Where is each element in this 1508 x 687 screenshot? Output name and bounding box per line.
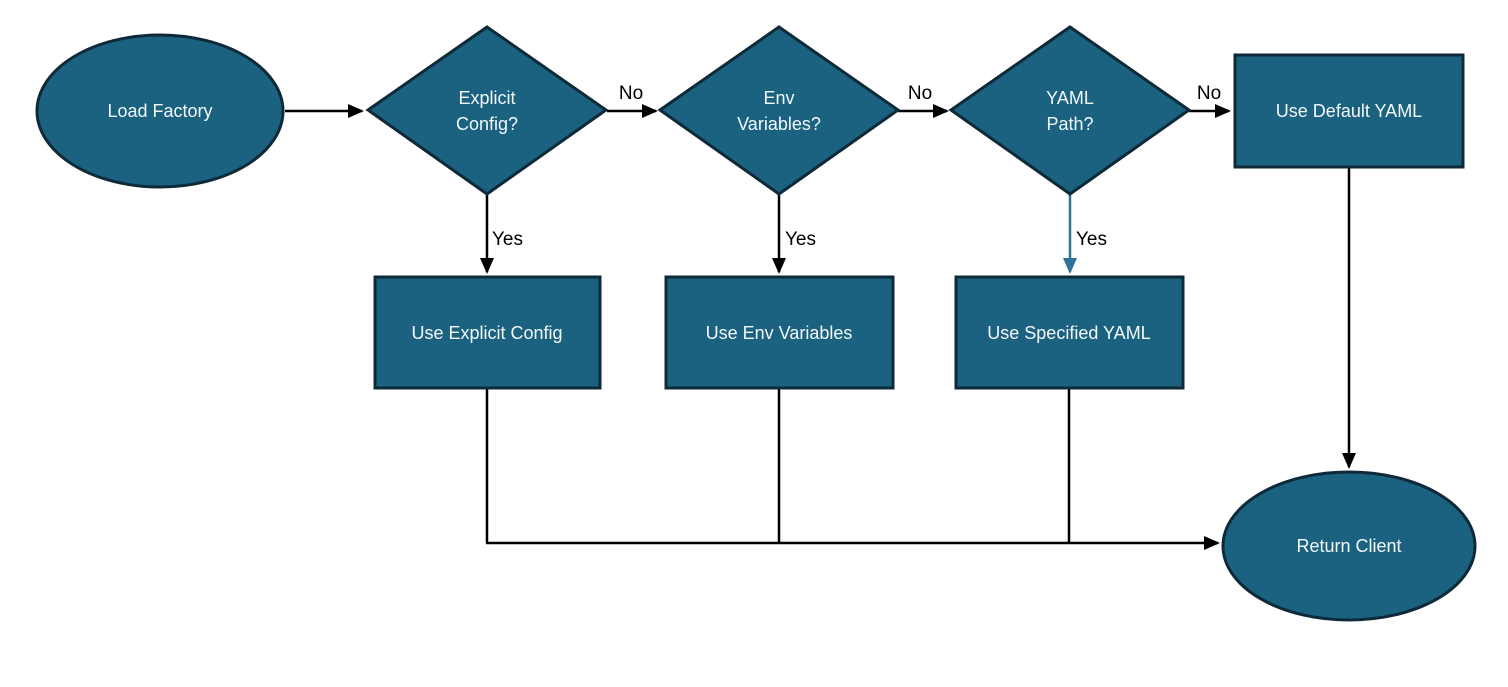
node-use-explicit-config: Use Explicit Config [373, 275, 602, 390]
return-client-shape [1221, 470, 1477, 622]
use-specified-yaml-label: Use Specified YAML [987, 323, 1150, 343]
load-factory-label: Load Factory [107, 101, 212, 121]
node-use-env-variables: Use Env Variables [664, 275, 895, 390]
node-load-factory: Load Factory [35, 33, 285, 189]
env-variables-label-line2: Variables? [737, 114, 821, 134]
edge-label-no-1: No [619, 83, 643, 104]
node-explicit-config: Explicit Config? [365, 25, 609, 196]
edge-labels: No No No Yes Yes Yes [492, 83, 1221, 250]
explicit-config-label-line1: Explicit [458, 88, 515, 108]
explicit-config-label-line2: Config? [456, 114, 518, 134]
edge-label-no-2: No [908, 83, 932, 104]
edge-label-yes-3: Yes [1076, 229, 1107, 250]
edge-label-no-3: No [1197, 83, 1221, 104]
use-explicit-config-label: Use Explicit Config [411, 323, 562, 343]
node-use-default-yaml: Use Default YAML [1233, 53, 1465, 169]
use-env-variables-label: Use Env Variables [706, 323, 853, 343]
yaml-path-shape [948, 25, 1192, 196]
node-return-client: Return Client [1221, 470, 1477, 622]
node-use-specified-yaml: Use Specified YAML [954, 275, 1185, 390]
yaml-path-label-line1: YAML [1046, 88, 1094, 108]
explicit-config-shape [365, 25, 609, 196]
use-default-yaml-label: Use Default YAML [1276, 101, 1422, 121]
edge-label-yes-1: Yes [492, 229, 523, 250]
return-client-label: Return Client [1296, 536, 1401, 556]
load-factory-shape [35, 33, 285, 189]
env-variables-label-line1: Env [763, 88, 794, 108]
connectors [285, 104, 1356, 550]
yaml-path-label-line2: Path? [1046, 114, 1093, 134]
edge-label-yes-2: Yes [785, 229, 816, 250]
use-explicit-config-shape [373, 275, 602, 390]
node-yaml-path: YAML Path? [948, 25, 1192, 196]
use-env-variables-shape [664, 275, 895, 390]
use-specified-yaml-shape [954, 275, 1185, 390]
use-default-yaml-shape [1233, 53, 1465, 169]
node-env-variables: Env Variables? [657, 25, 901, 196]
env-variables-shape [657, 25, 901, 196]
